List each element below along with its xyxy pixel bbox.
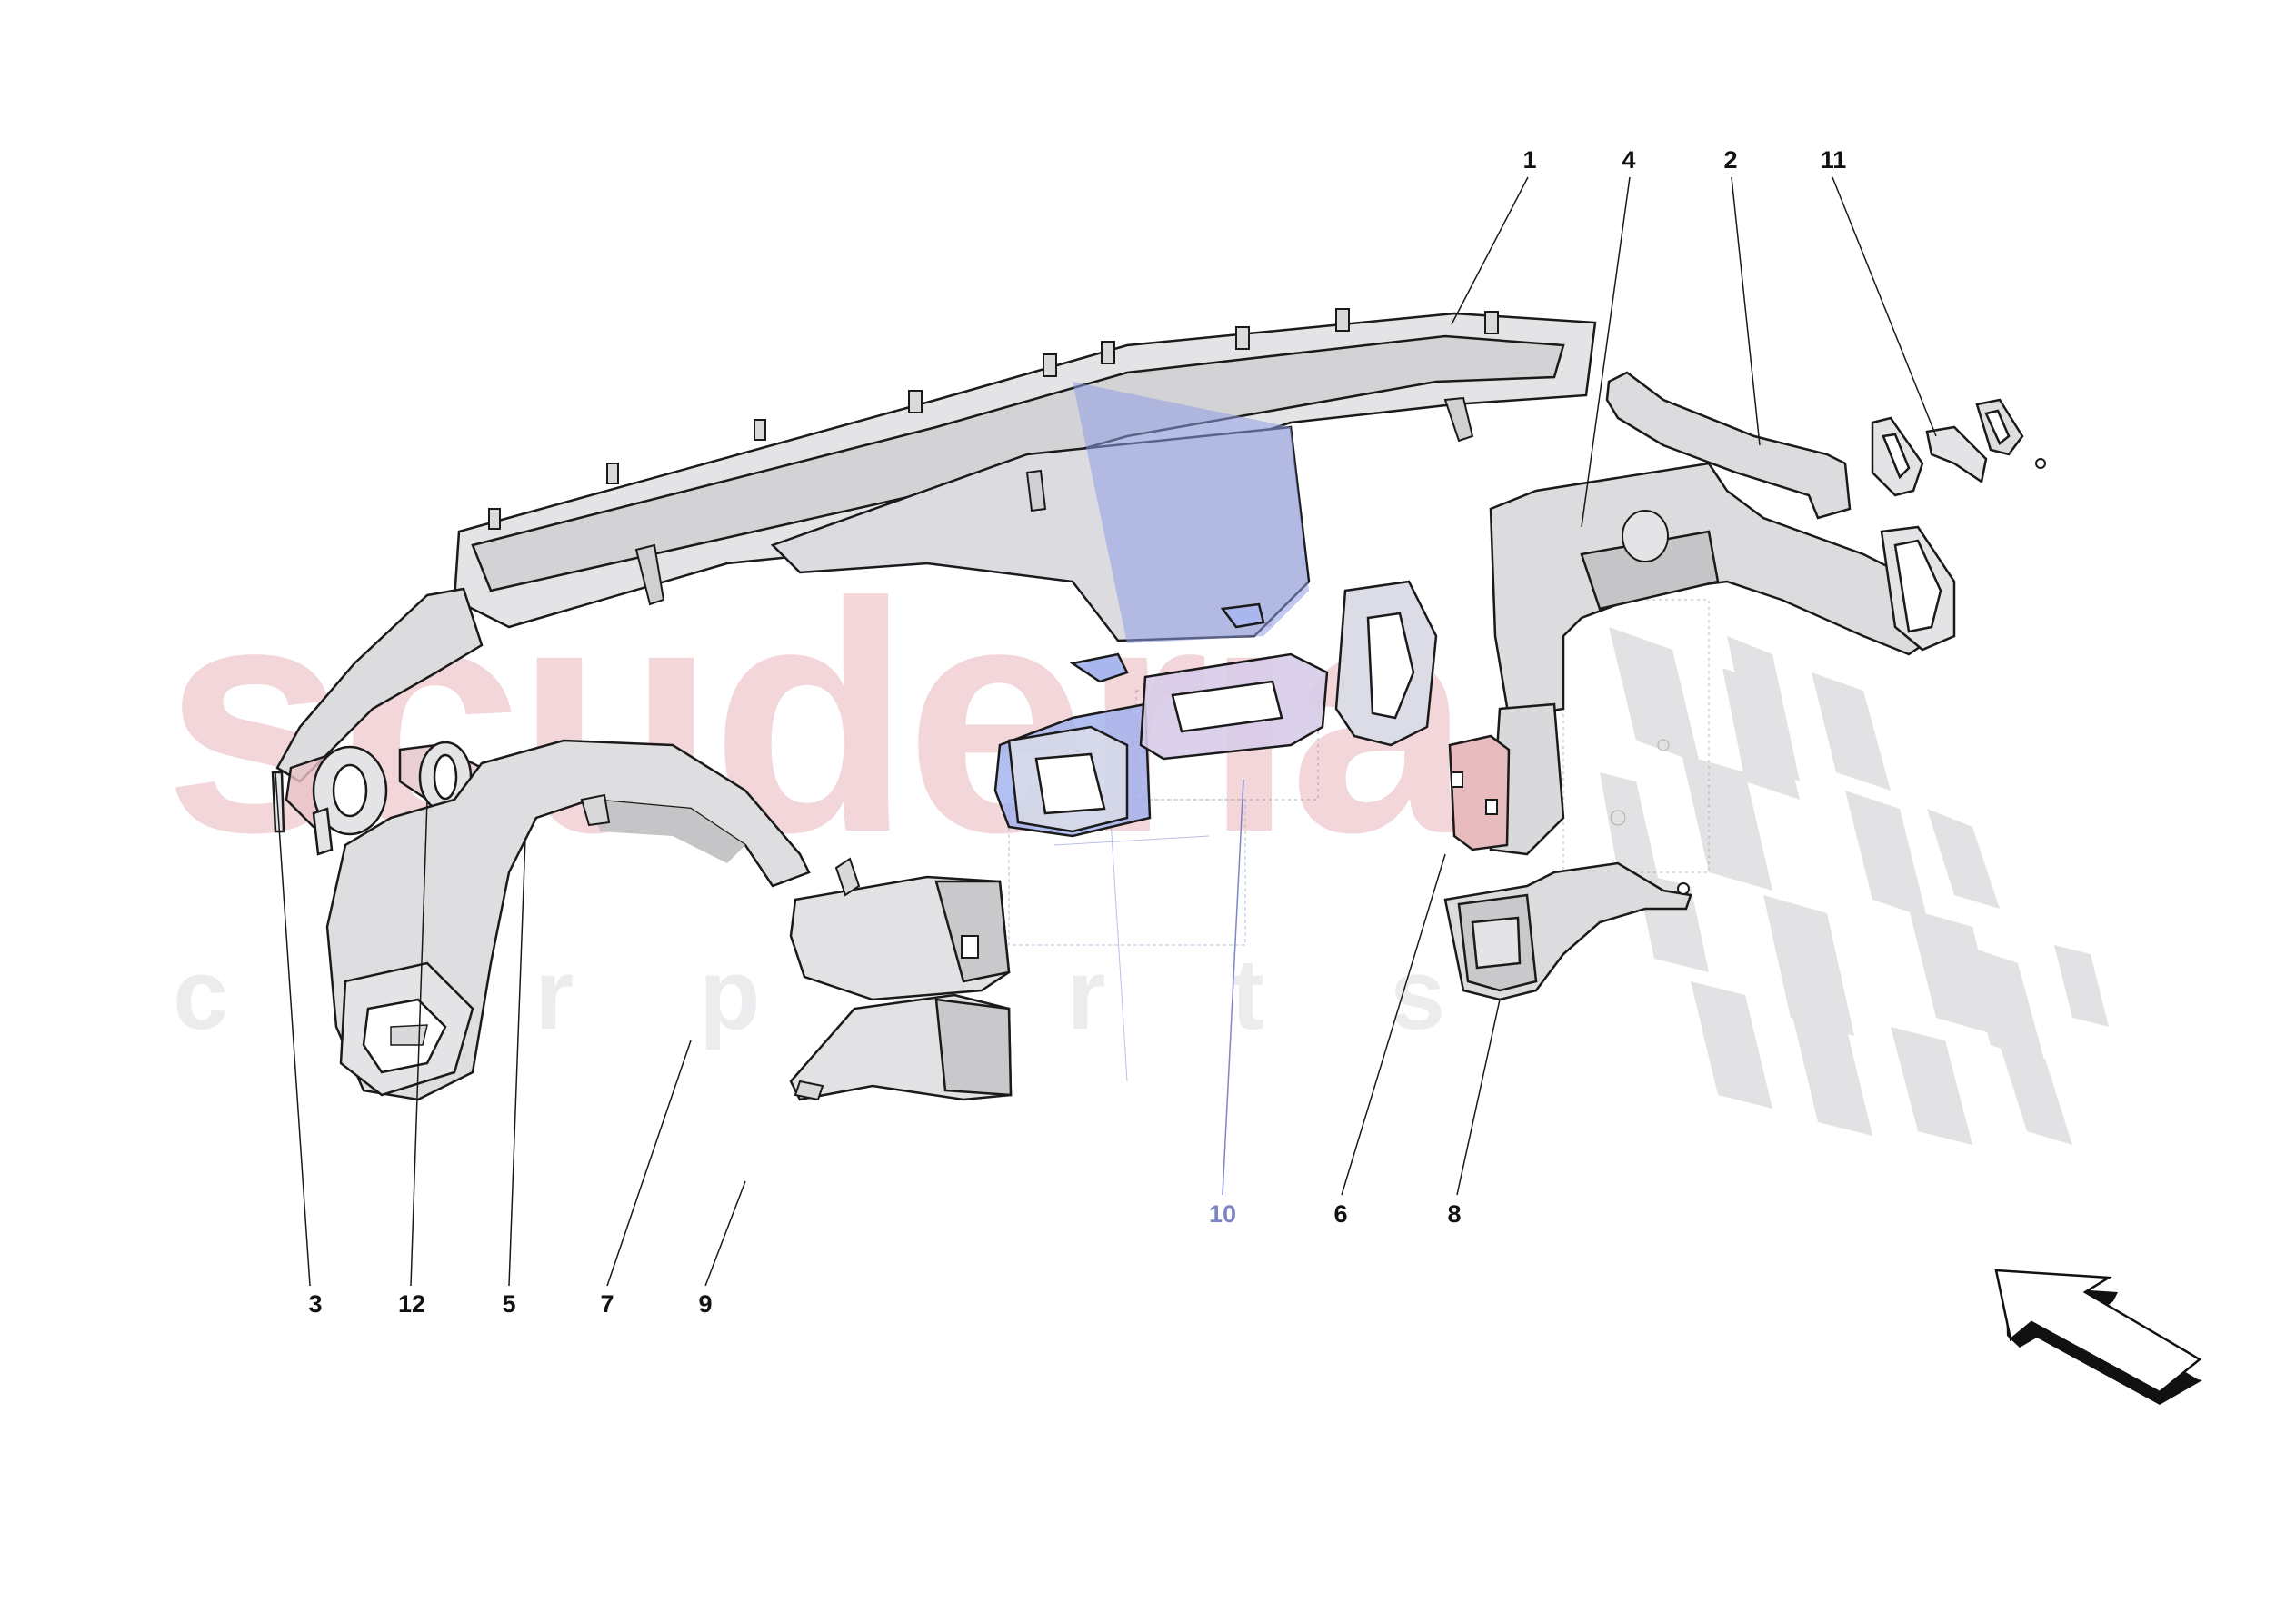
callout-2[interactable]: 2 bbox=[1723, 146, 1738, 174]
leader-lines bbox=[275, 176, 1937, 1287]
part-11-side-vent-bracket[interactable] bbox=[1925, 398, 2046, 484]
callout-11[interactable]: 11 bbox=[1820, 146, 1847, 174]
callout-9[interactable]: 9 bbox=[698, 1290, 713, 1318]
callout-1[interactable]: 1 bbox=[1522, 146, 1537, 174]
part-9-lower-duct[interactable] bbox=[789, 993, 1013, 1101]
part-8-lower-right-duct[interactable] bbox=[1443, 861, 1692, 1001]
callout-5[interactable]: 5 bbox=[502, 1290, 516, 1318]
callout-3[interactable]: 3 bbox=[308, 1290, 323, 1318]
callout-12[interactable]: 12 bbox=[397, 1290, 426, 1318]
part-5-lower-left-duct[interactable] bbox=[325, 739, 811, 1101]
callout-6[interactable]: 6 bbox=[1333, 1200, 1348, 1228]
part-4-right-large-duct[interactable] bbox=[1489, 462, 1956, 720]
orientation-arrow-icon bbox=[1994, 1269, 2202, 1405]
part-3-left-duct[interactable] bbox=[271, 587, 484, 856]
part-1-main-dash-duct[interactable] bbox=[453, 308, 1597, 643]
part-6-right-lower-elbow[interactable] bbox=[1448, 702, 1565, 856]
part-10-center-vent-assembly[interactable] bbox=[993, 580, 1438, 838]
checkered-flag-watermark bbox=[1600, 627, 2109, 1145]
part-7-center-duct-elbow[interactable] bbox=[789, 857, 1011, 1001]
part-2-right-upper-duct[interactable] bbox=[1605, 371, 1924, 520]
callout-8[interactable]: 8 bbox=[1447, 1200, 1462, 1228]
callout-4[interactable]: 4 bbox=[1622, 146, 1636, 174]
callout-7[interactable]: 7 bbox=[600, 1290, 614, 1318]
callout-10[interactable]: 10 bbox=[1208, 1200, 1237, 1228]
